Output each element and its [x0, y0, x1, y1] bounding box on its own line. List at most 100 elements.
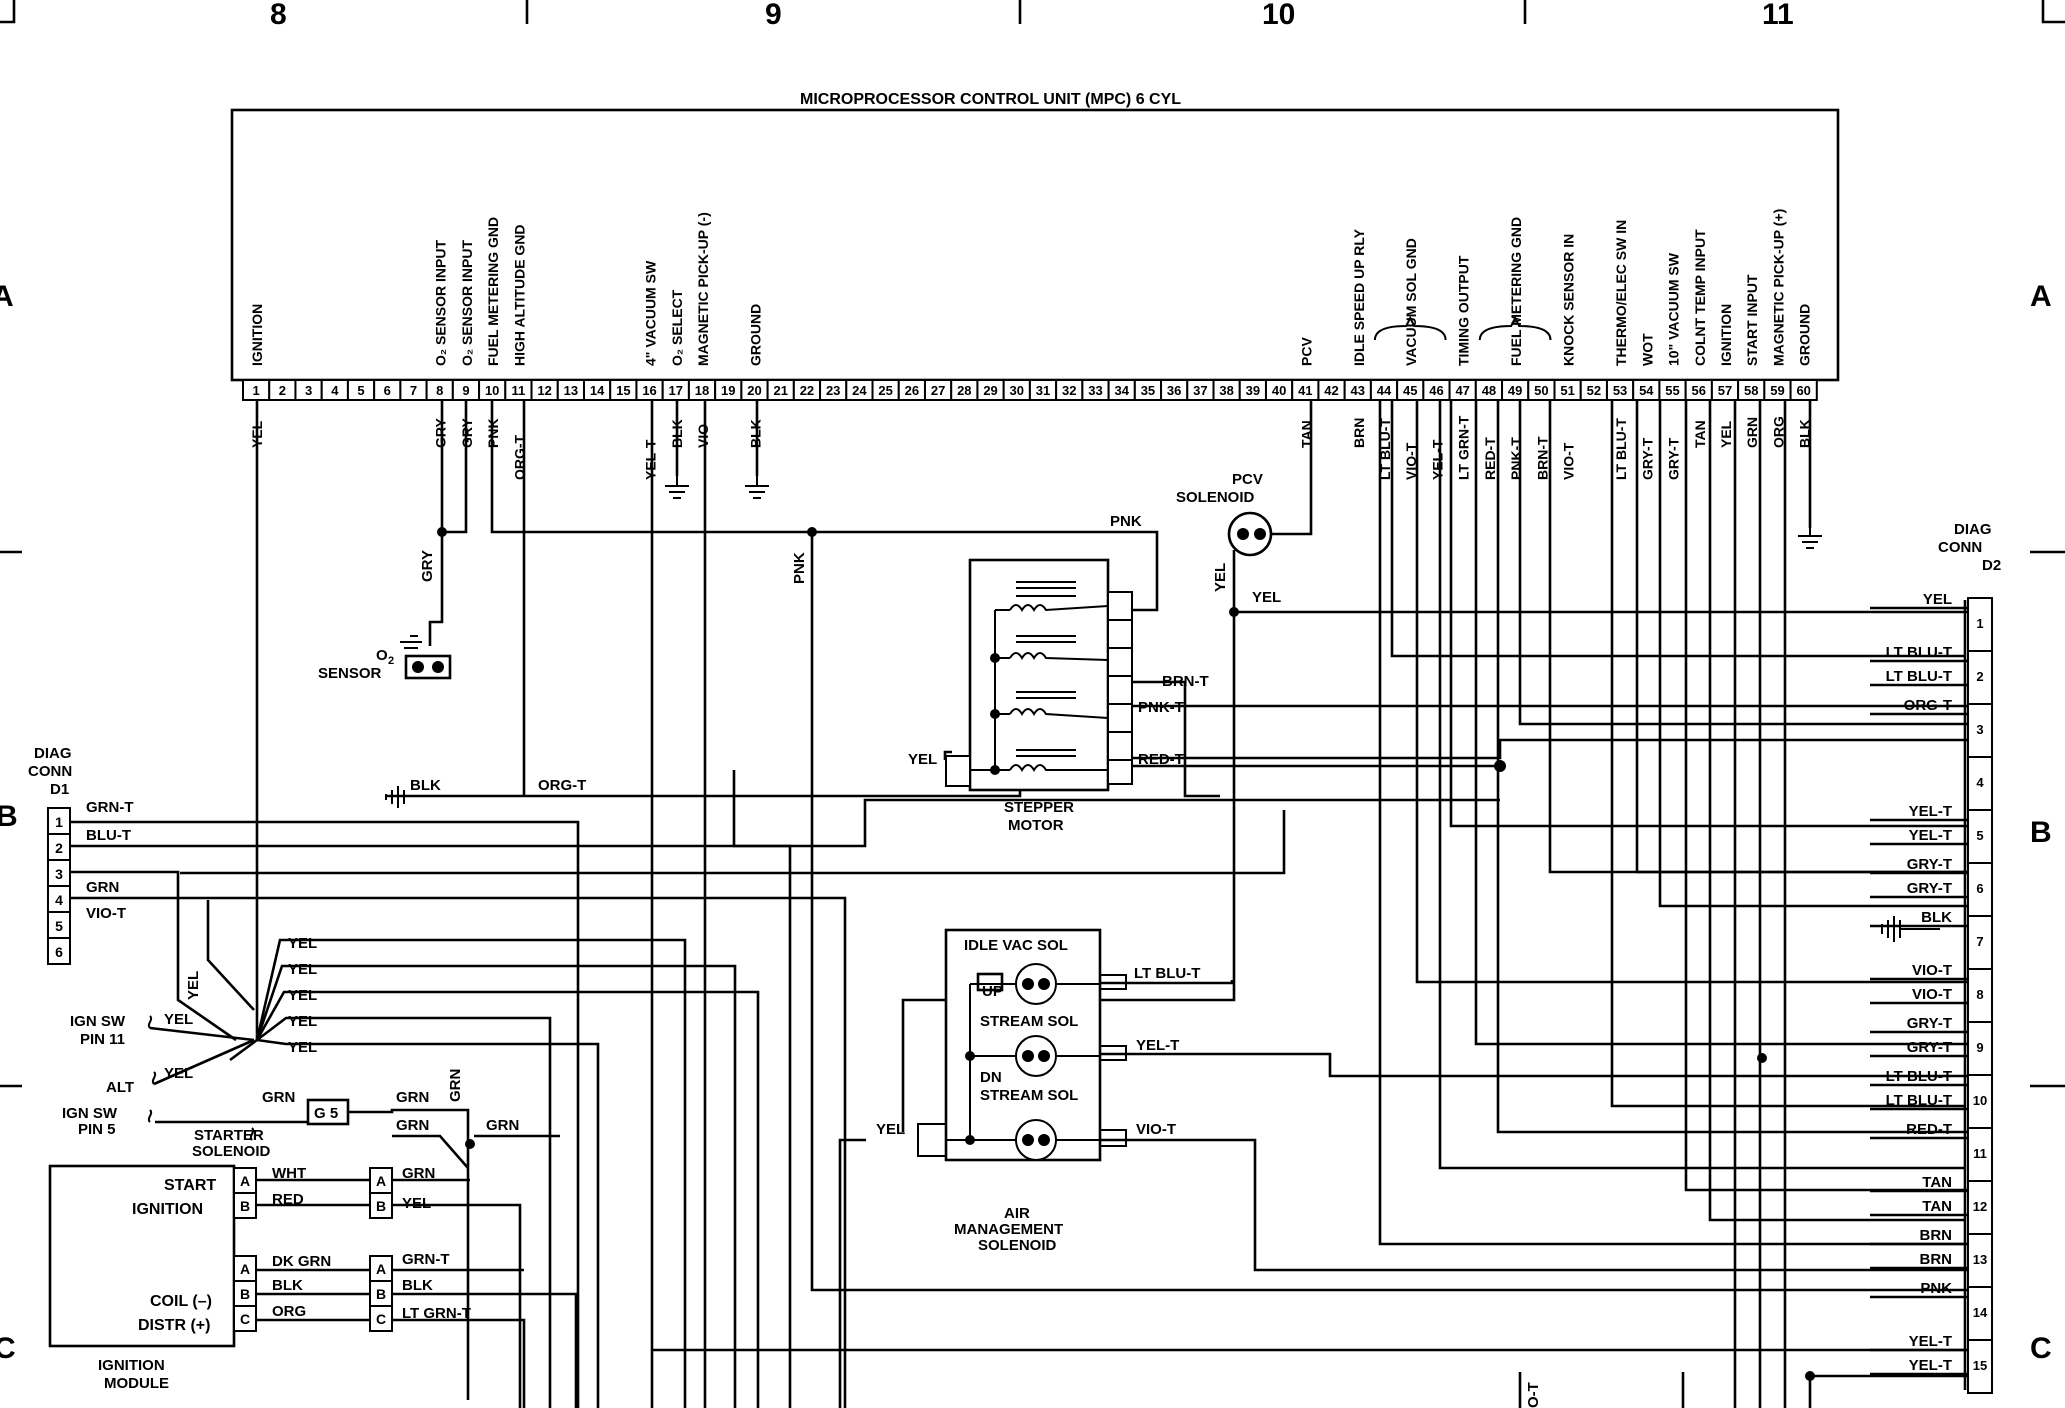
pcv-wire-yel-vert: YEL [1212, 563, 1229, 592]
d2-wire-pin-14-1: PNK [1920, 1280, 1952, 1297]
mpc-wire-pin-59: ORG [1770, 416, 1786, 448]
mpc-pin-29: 29 [983, 383, 997, 398]
mpc-function-pin-54: WOT [1639, 333, 1655, 366]
d1-label-2: CONN [28, 763, 72, 780]
mpc-pin-8: 8 [436, 383, 443, 398]
mpc-pin-28: 28 [957, 383, 971, 398]
grid-row-a-left: A [0, 280, 14, 313]
d2-wire-pin-13-2: BRN [1920, 1251, 1953, 1268]
d2-wire-pin-1-1: YEL [1923, 591, 1952, 608]
im-pin-b-r-1256: B [376, 1286, 386, 1302]
air-title-2: MANAGEMENT [954, 1221, 1063, 1238]
im-wire-yel: YEL [402, 1195, 431, 1212]
alt-wire: YEL [164, 1065, 193, 1082]
g5-label: G 5 [314, 1105, 338, 1122]
d2-wire-pin-10-1: LT BLU-T [1886, 1068, 1952, 1085]
wiring [70, 400, 1985, 1408]
d2-wire-pin-2-1: LT BLU-T [1886, 644, 1952, 661]
mpc-pin-43: 43 [1351, 383, 1365, 398]
mpc-pin-38: 38 [1219, 383, 1233, 398]
mpc-function-pin-9: O₂ SENSOR INPUT [459, 240, 475, 366]
mpc-unit: MICROPROCESSOR CONTROL UNIT (MPC) 6 CYL … [230, 91, 1840, 480]
idle-vac-sol-label: IDLE VAC SOL [964, 937, 1068, 954]
im-pin-a-r-1168: A [376, 1173, 386, 1189]
d2-pin-5: 5 [1976, 828, 1983, 843]
im-wire-grn-t: GRN-T [402, 1251, 450, 1268]
mpc-function-pin-57: IGNITION [1718, 304, 1734, 366]
d1-wire-grn: GRN [86, 879, 119, 896]
mpc-pin-44: 44 [1377, 383, 1392, 398]
mpc-pin-36: 36 [1167, 383, 1181, 398]
im-wire-org: ORG [272, 1303, 306, 1320]
mpc-pin-33: 33 [1088, 383, 1102, 398]
mpc-function-pin-1: IGNITION [249, 304, 265, 366]
d2-pin-13: 13 [1973, 1252, 1987, 1267]
d1-pin-5: 5 [55, 918, 63, 934]
grid-row-c-left: C [0, 1332, 16, 1365]
mpc-pin-27: 27 [931, 383, 945, 398]
mpc-pin-49: 49 [1508, 383, 1522, 398]
mpc-function-pin-51: KNOCK SENSOR IN [1561, 234, 1577, 366]
up-label: UP [982, 983, 1003, 1000]
stepper-motor-label-2: MOTOR [1008, 817, 1064, 834]
mpc-pin-51: 51 [1560, 383, 1574, 398]
d1-pin-2: 2 [55, 840, 63, 856]
grid-col-10: 10 [1262, 0, 1295, 31]
mpc-pin-52: 52 [1587, 383, 1601, 398]
mpc-wire-pin-43: BRN [1351, 418, 1367, 448]
d2-label-2: CONN [1938, 539, 1982, 556]
mpc-pin-10: 10 [485, 383, 499, 398]
pcv-wire-yel: YEL [1252, 589, 1281, 606]
mpc-wire-pin-51: VIO-T [1561, 442, 1577, 480]
d2-pin-12: 12 [1973, 1199, 1987, 1214]
im-pin-c-l-1256: C [240, 1311, 250, 1327]
mpc-pin-23: 23 [826, 383, 840, 398]
mpc-function-pin-16: 4" VACUUM SW [643, 260, 659, 366]
d2-pin-6: 6 [1976, 881, 1983, 896]
mpc-wire-pin-47: LT GRN-T [1456, 415, 1472, 480]
mpc-title: MICROPROCESSOR CONTROL UNIT (MPC) 6 CYL [800, 91, 1181, 108]
mpc-pin-21: 21 [773, 383, 787, 398]
stepper-motor: STEPPER MOTOR PNK BRN-T PNK-T RED-T YEL [908, 513, 1209, 834]
mpc-function-pin-49: FUEL METERING GND [1508, 217, 1524, 366]
mpc-function-pin-59: MAGNETIC PICK-UP (+) [1770, 209, 1786, 366]
im-wire-red: RED [272, 1191, 304, 1208]
mpc-wire-pin-16: YEL-T [643, 439, 659, 480]
air-management-solenoid: IDLE VAC SOL UP STREAM SOL DN STREAM SOL… [876, 928, 1200, 1254]
dn-stream-sol-label: STREAM SOL [980, 1087, 1078, 1104]
d2-wire-pin-15-2: YEL-T [1909, 1357, 1952, 1374]
d1-pin-1: 1 [55, 814, 63, 830]
d1-pin-6: 6 [55, 944, 63, 960]
stepper-wire-brn-t: BRN-T [1162, 673, 1209, 690]
d2-pin-9: 9 [1976, 1040, 1983, 1055]
air-title-1: AIR [1004, 1205, 1030, 1222]
d1-wire-vio-t: VIO-T [86, 905, 126, 922]
mpc-pin-1: 1 [252, 383, 259, 398]
air-wire-lt-blu-t: LT BLU-T [1134, 965, 1200, 982]
air-wire-yel-t: YEL-T [1136, 1037, 1179, 1054]
grid-frame: 8 9 10 11 A B C A B C [0, 0, 2065, 1365]
im-title-2: MODULE [104, 1375, 169, 1392]
o2-sensor: O 2 SENSOR GRY [318, 550, 452, 682]
im-wire-dk-grn: DK GRN [272, 1253, 331, 1270]
im-wire-lt-grn-t: LT GRN-T [402, 1305, 471, 1322]
mpc-wire-pin-56: TAN [1692, 420, 1708, 448]
mpc-wire-pin-46: YEL-T [1429, 439, 1445, 480]
junction-dots [437, 527, 1815, 1381]
d1-label-1: DIAG [34, 745, 72, 762]
mpc-wire-pin-60: BLK [1797, 419, 1813, 448]
mpc-function-pin-18: MAGNETIC PICK-UP (-) [695, 212, 711, 366]
im-pin-c-r-1256: C [376, 1311, 386, 1327]
mpc-pin-40: 40 [1272, 383, 1286, 398]
mpc-wire-pin-53: LT BLU-T [1613, 418, 1629, 480]
d2-wire-pin-5-1: YEL-T [1909, 803, 1952, 820]
o2-sensor-wire-label: GRY [419, 550, 436, 582]
mpc-wire-pin-45: VIO-T [1403, 442, 1419, 480]
pnk-vertical-label: PNK [791, 552, 808, 584]
im-pin-a-l-1256: A [240, 1261, 250, 1277]
im-pin-a-l-1168: A [240, 1173, 250, 1189]
